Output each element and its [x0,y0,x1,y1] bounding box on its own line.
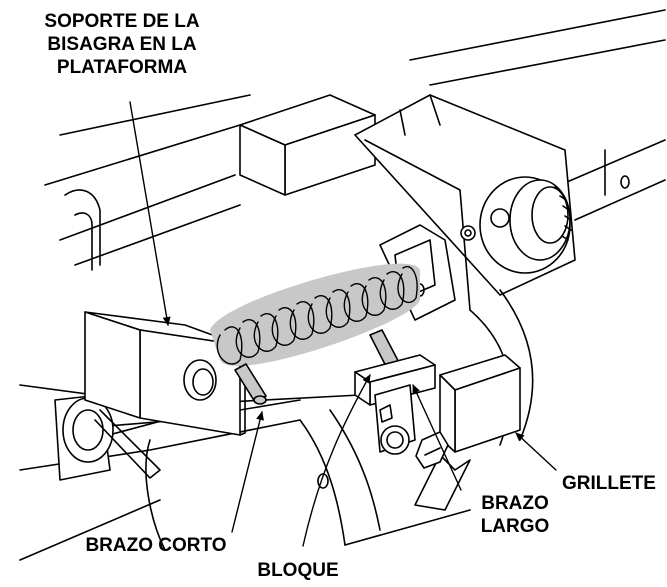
bearing-housing [479,176,572,274]
right-shaft [559,139,666,221]
leader-shackle [515,432,557,471]
shackle-assembly [374,354,521,511]
label-shackle: GRILLETE [562,473,656,494]
leader-short-arm [231,411,264,533]
label-long-arm-line1: BRAZO [481,493,549,514]
left-tube [64,189,101,271]
label-hinge-support-line3: PLATAFORMA [56,57,188,78]
hinge-support-plate [84,311,246,436]
leader-block [302,374,371,547]
frame-bolt [460,208,510,241]
label-long-arm-line2: LARGO [480,516,550,537]
label-short-arm: BRAZO CORTO [85,535,227,556]
coil-spring [210,263,420,366]
label-hinge-support-line2: BISAGRA EN LA [47,34,197,55]
leader-hinge-support [129,101,171,326]
top-block [239,94,376,196]
label-block: BLOQUE [257,560,339,581]
leader-lines [129,101,557,547]
short-arm-rod [234,363,267,405]
label-hinge-support: SOPORTE DE LA BISAGRA EN LA PLATAFORMA [2,10,242,79]
label-hinge-support-line1: SOPORTE DE LA [44,11,200,32]
leader-long-arm [412,384,462,491]
label-long-arm: BRAZO LARGO [455,492,575,538]
